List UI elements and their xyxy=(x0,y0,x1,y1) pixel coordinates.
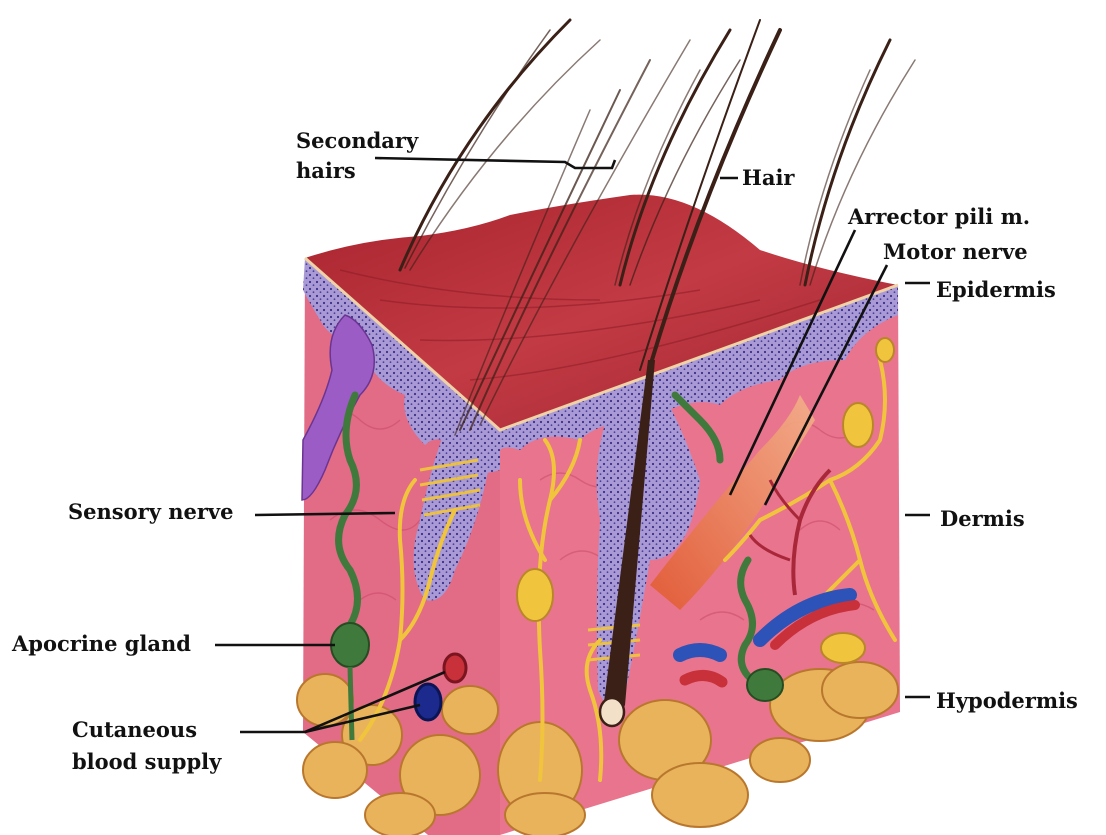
label-epidermis: Epidermis xyxy=(936,277,1056,302)
leader-secondary-hairs xyxy=(375,158,615,168)
label-secondary-hairs-2: hairs xyxy=(296,158,356,183)
label-apocrine-gland: Apocrine gland xyxy=(11,631,191,656)
label-dermis: Dermis xyxy=(940,506,1025,531)
label-sensory-nerve: Sensory nerve xyxy=(68,499,233,524)
label-motor-nerve: Motor nerve xyxy=(883,239,1028,264)
label-arrector-pili: Arrector pili m. xyxy=(847,204,1030,229)
label-secondary-hairs-1: Secondary xyxy=(296,128,419,153)
label-cutaneous-2: blood supply xyxy=(72,749,222,774)
skin-block xyxy=(297,195,900,835)
label-hair: Hair xyxy=(742,165,795,190)
label-hypodermis: Hypodermis xyxy=(936,688,1078,713)
label-cutaneous-1: Cutaneous xyxy=(72,717,197,742)
